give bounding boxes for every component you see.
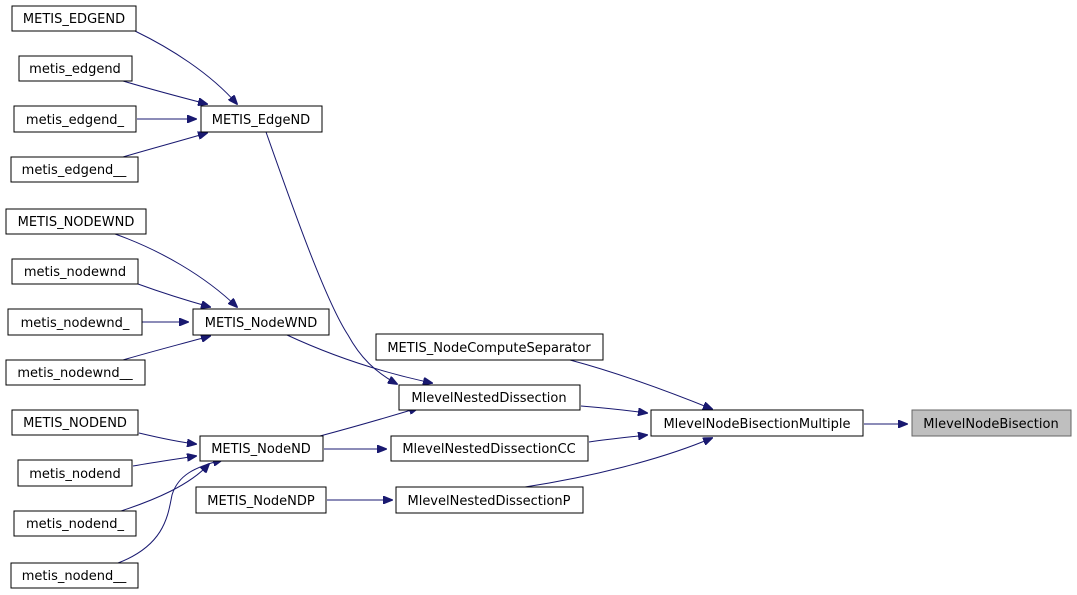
nodes: METIS_EDGEND metis_edgend metis_edgend_ … (5, 5, 1072, 589)
node-METIS_NodeNDP[interactable]: METIS_NodeNDP (195, 486, 327, 514)
node-metis_nodend[interactable]: metis_nodend (17, 459, 133, 487)
node-label: METIS_NODEND (23, 416, 127, 431)
edge-metis_nodewnd-to-METIS_NodeWND (137, 283, 210, 307)
node-label: METIS_NODEWND (18, 215, 135, 230)
edge-MlevelNestedDissectionP-to-MlevelNodeBisectionMultiple (524, 438, 712, 488)
node-metis_edgend_[interactable]: metis_edgend_ (13, 105, 137, 133)
node-METIS_NODEND[interactable]: METIS_NODEND (11, 409, 139, 436)
edge-metis_nodend__-to-METIS_NodeND (117, 460, 222, 564)
node-label: METIS_EDGEND (23, 12, 125, 27)
node-label: MlevelNodeBisectionMultiple (663, 417, 850, 432)
node-METIS_NodeWND[interactable]: METIS_NodeWND (192, 308, 330, 336)
node-metis_nodewnd__[interactable]: metis_nodewnd__ (5, 359, 146, 386)
node-label: metis_edgend_ (26, 113, 125, 128)
edge-metis_nodend_-to-METIS_NodeND (117, 464, 209, 513)
node-METIS_NodeComputeSeparator[interactable]: METIS_NodeComputeSeparator (375, 333, 604, 361)
node-label: metis_edgend (29, 62, 121, 77)
node-label: metis_nodewnd_ (21, 316, 130, 331)
edge-METIS_NODEWND-to-METIS_NodeWND (114, 233, 237, 307)
node-metis_nodewnd_[interactable]: metis_nodewnd_ (7, 308, 143, 336)
node-MlevelNodeBisection[interactable]: MlevelNodeBisection (911, 409, 1072, 437)
node-label: metis_nodewnd__ (17, 366, 133, 381)
node-label: MlevelNestedDissection (411, 391, 566, 406)
edge-metis_nodend-to-METIS_NodeND (132, 456, 196, 467)
node-MlevelNodeBisectionMultiple[interactable]: MlevelNodeBisectionMultiple (650, 409, 864, 437)
node-label: METIS_NodeComputeSeparator (387, 341, 591, 356)
node-label: metis_nodend__ (22, 569, 127, 584)
node-METIS_EdgeND[interactable]: METIS_EdgeND (200, 105, 323, 133)
node-METIS_NODEWND[interactable]: METIS_NODEWND (5, 208, 147, 235)
node-MlevelNestedDissection[interactable]: MlevelNestedDissection (398, 384, 581, 411)
edge-METIS_NodeWND-to-MlevelNestedDissection (286, 334, 432, 383)
node-metis_nodend__[interactable]: metis_nodend__ (10, 562, 139, 589)
edge-MlevelNestedDissectionCC-to-MlevelNodeBisectionMultiple (588, 435, 647, 443)
node-label: metis_nodend_ (26, 517, 125, 532)
edges (114, 30, 907, 564)
node-MlevelNestedDissectionCC[interactable]: MlevelNestedDissectionCC (390, 435, 589, 462)
node-label: metis_nodend (29, 467, 121, 482)
edge-METIS_NodeComputeSeparator-to-MlevelNodeBisectionMultiple (569, 359, 712, 409)
node-METIS_EDGEND[interactable]: METIS_EDGEND (11, 5, 137, 32)
node-metis_edgend[interactable]: metis_edgend (18, 55, 133, 82)
edge-METIS_EDGEND-to-METIS_EdgeND (134, 30, 237, 104)
node-MlevelNestedDissectionP[interactable]: MlevelNestedDissectionP (395, 486, 584, 514)
edge-metis_nodewnd__-to-METIS_NodeWND (122, 336, 210, 361)
edge-METIS_NODEND-to-METIS_NodeND (138, 432, 196, 444)
node-label: METIS_NodeNDP (207, 494, 315, 509)
edge-metis_edgend__-to-METIS_EdgeND (122, 133, 207, 158)
node-METIS_NodeND[interactable]: METIS_NodeND (199, 435, 324, 462)
node-label: METIS_EdgeND (212, 113, 310, 128)
node-label: metis_nodewnd (24, 265, 126, 280)
node-metis_edgend__[interactable]: metis_edgend__ (10, 156, 139, 183)
node-label: METIS_NodeWND (205, 316, 317, 331)
edge-METIS_NodeND-to-MlevelNestedDissection (319, 408, 418, 437)
node-metis_nodewnd[interactable]: metis_nodewnd (11, 258, 139, 285)
node-label: MlevelNestedDissectionP (407, 494, 570, 509)
node-label: MlevelNestedDissectionCC (402, 442, 575, 457)
node-label: METIS_NodeND (211, 442, 311, 457)
node-label: metis_edgend__ (22, 163, 127, 178)
node-metis_nodend_[interactable]: metis_nodend_ (13, 510, 137, 537)
node-label: MlevelNodeBisection (923, 417, 1058, 432)
edge-metis_edgend-to-METIS_EdgeND (122, 80, 207, 104)
edge-MlevelNestedDissection-to-MlevelNodeBisectionMultiple (580, 405, 647, 413)
